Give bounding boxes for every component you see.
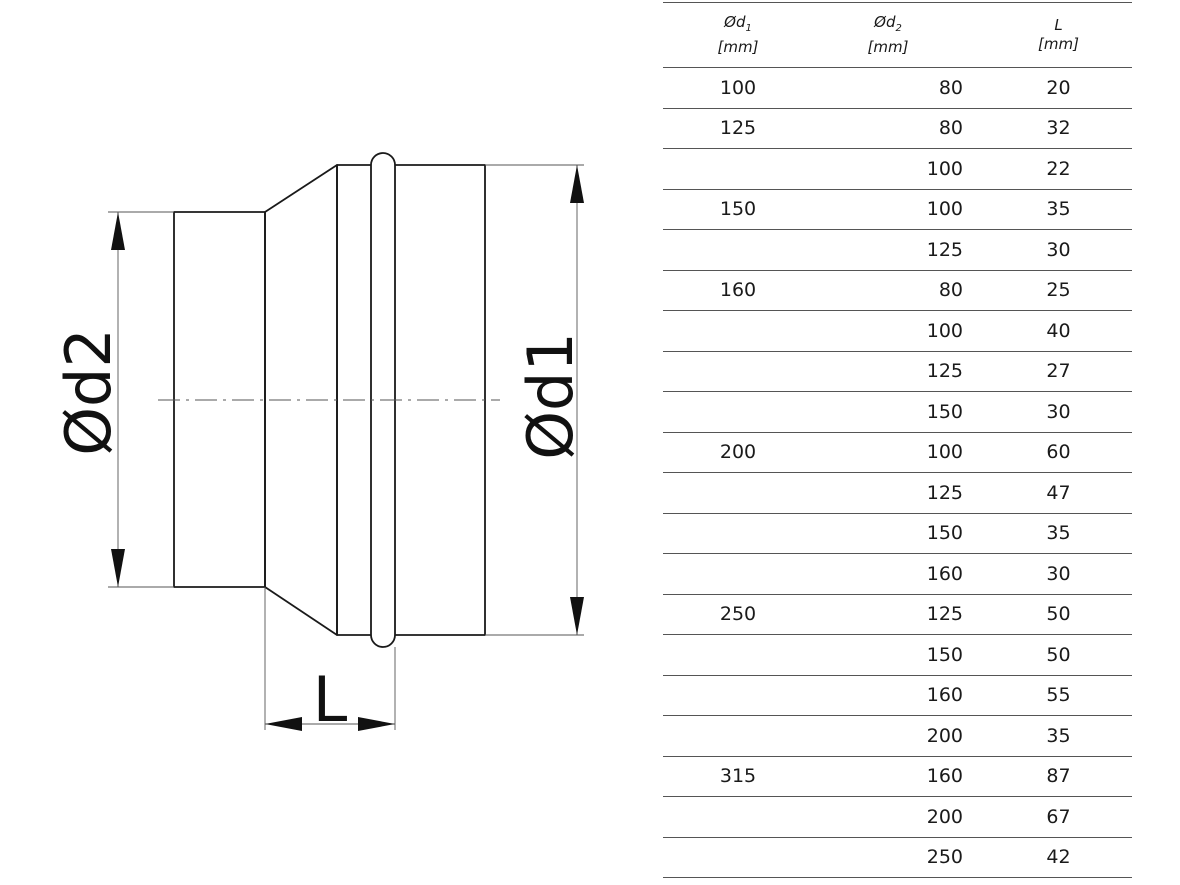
cell-l: 30 <box>985 391 1132 433</box>
cell-d1: 160 <box>663 270 813 311</box>
cell-l: 50 <box>985 634 1132 676</box>
cell-d2: 160 <box>813 553 985 595</box>
cell-d2: 100 <box>813 189 985 230</box>
reducer-diagram: Ød2 Ød1 L <box>52 152 587 736</box>
cell-l: 50 <box>985 594 1132 635</box>
cell-l: 30 <box>985 553 1132 595</box>
d1-arrow-bottom <box>570 597 584 635</box>
cell-l: 60 <box>985 432 1132 473</box>
cell-d2: 125 <box>813 472 985 514</box>
d2-dimension: Ød2 <box>52 212 125 587</box>
cell-l: 35 <box>985 715 1132 757</box>
cell-l: 35 <box>985 513 1132 554</box>
d1-arrow-top <box>570 165 584 203</box>
cell-l: 25 <box>985 270 1132 311</box>
cell-d1 <box>663 229 813 271</box>
cell-d1: 100 <box>663 67 813 109</box>
header-l: L [mm] <box>985 2 1132 68</box>
cell-d2: 100 <box>813 310 985 352</box>
cell-l: 27 <box>985 351 1132 392</box>
l-arrow-right <box>358 717 395 731</box>
l-label: L <box>313 663 348 736</box>
cell-d1 <box>663 837 813 878</box>
cell-d1: 150 <box>663 189 813 230</box>
cell-d1 <box>663 553 813 595</box>
cell-d1 <box>663 634 813 676</box>
cell-d1: 250 <box>663 594 813 635</box>
cell-l: 87 <box>985 756 1132 797</box>
cell-d1 <box>663 351 813 392</box>
cell-d2: 250 <box>813 837 985 878</box>
cell-l: 47 <box>985 472 1132 514</box>
cell-l: 20 <box>985 67 1132 109</box>
d2-label: Ød2 <box>52 328 125 456</box>
cell-d1: 125 <box>663 108 813 149</box>
cell-d2: 80 <box>813 270 985 311</box>
cell-d1 <box>663 310 813 352</box>
cell-d1: 315 <box>663 756 813 797</box>
cell-l: 32 <box>985 108 1132 149</box>
cell-l: 30 <box>985 229 1132 271</box>
cell-d1 <box>663 715 813 757</box>
cell-d2: 100 <box>813 432 985 473</box>
cell-d2: 160 <box>813 756 985 797</box>
cell-l: 67 <box>985 796 1132 838</box>
header-d2: Ød2 [mm] <box>813 2 985 68</box>
cell-d2: 200 <box>813 715 985 757</box>
cell-d2: 125 <box>813 351 985 392</box>
cell-d2: 80 <box>813 108 985 149</box>
d1-dimension: Ød1 <box>514 165 587 635</box>
cell-d2: 150 <box>813 513 985 554</box>
d1-label: Ød1 <box>514 332 587 460</box>
cell-d2: 150 <box>813 391 985 433</box>
d2-arrow-top <box>111 212 125 250</box>
header-d1: Ød1 [mm] <box>663 2 813 68</box>
cell-l: 40 <box>985 310 1132 352</box>
cell-l: 55 <box>985 675 1132 716</box>
cell-d2: 125 <box>813 594 985 635</box>
cell-l: 35 <box>985 189 1132 230</box>
d2-arrow-bottom <box>111 549 125 587</box>
l-arrow-left <box>265 717 302 731</box>
cell-l: 42 <box>985 837 1132 878</box>
cell-d2: 150 <box>813 634 985 676</box>
cell-d1 <box>663 148 813 190</box>
l-dimension: L <box>265 663 395 736</box>
cell-d2: 100 <box>813 148 985 190</box>
cell-d2: 200 <box>813 796 985 838</box>
cell-d1 <box>663 675 813 716</box>
cell-l: 22 <box>985 148 1132 190</box>
cell-d2: 80 <box>813 67 985 109</box>
cell-d1 <box>663 796 813 838</box>
cell-d1 <box>663 472 813 514</box>
table-header-row: Ød1 [mm] Ød2 [mm] L [mm] <box>663 2 1132 68</box>
cell-d1 <box>663 391 813 433</box>
cell-d1 <box>663 513 813 554</box>
cell-d2: 125 <box>813 229 985 271</box>
cell-d2: 160 <box>813 675 985 716</box>
cell-d1: 200 <box>663 432 813 473</box>
